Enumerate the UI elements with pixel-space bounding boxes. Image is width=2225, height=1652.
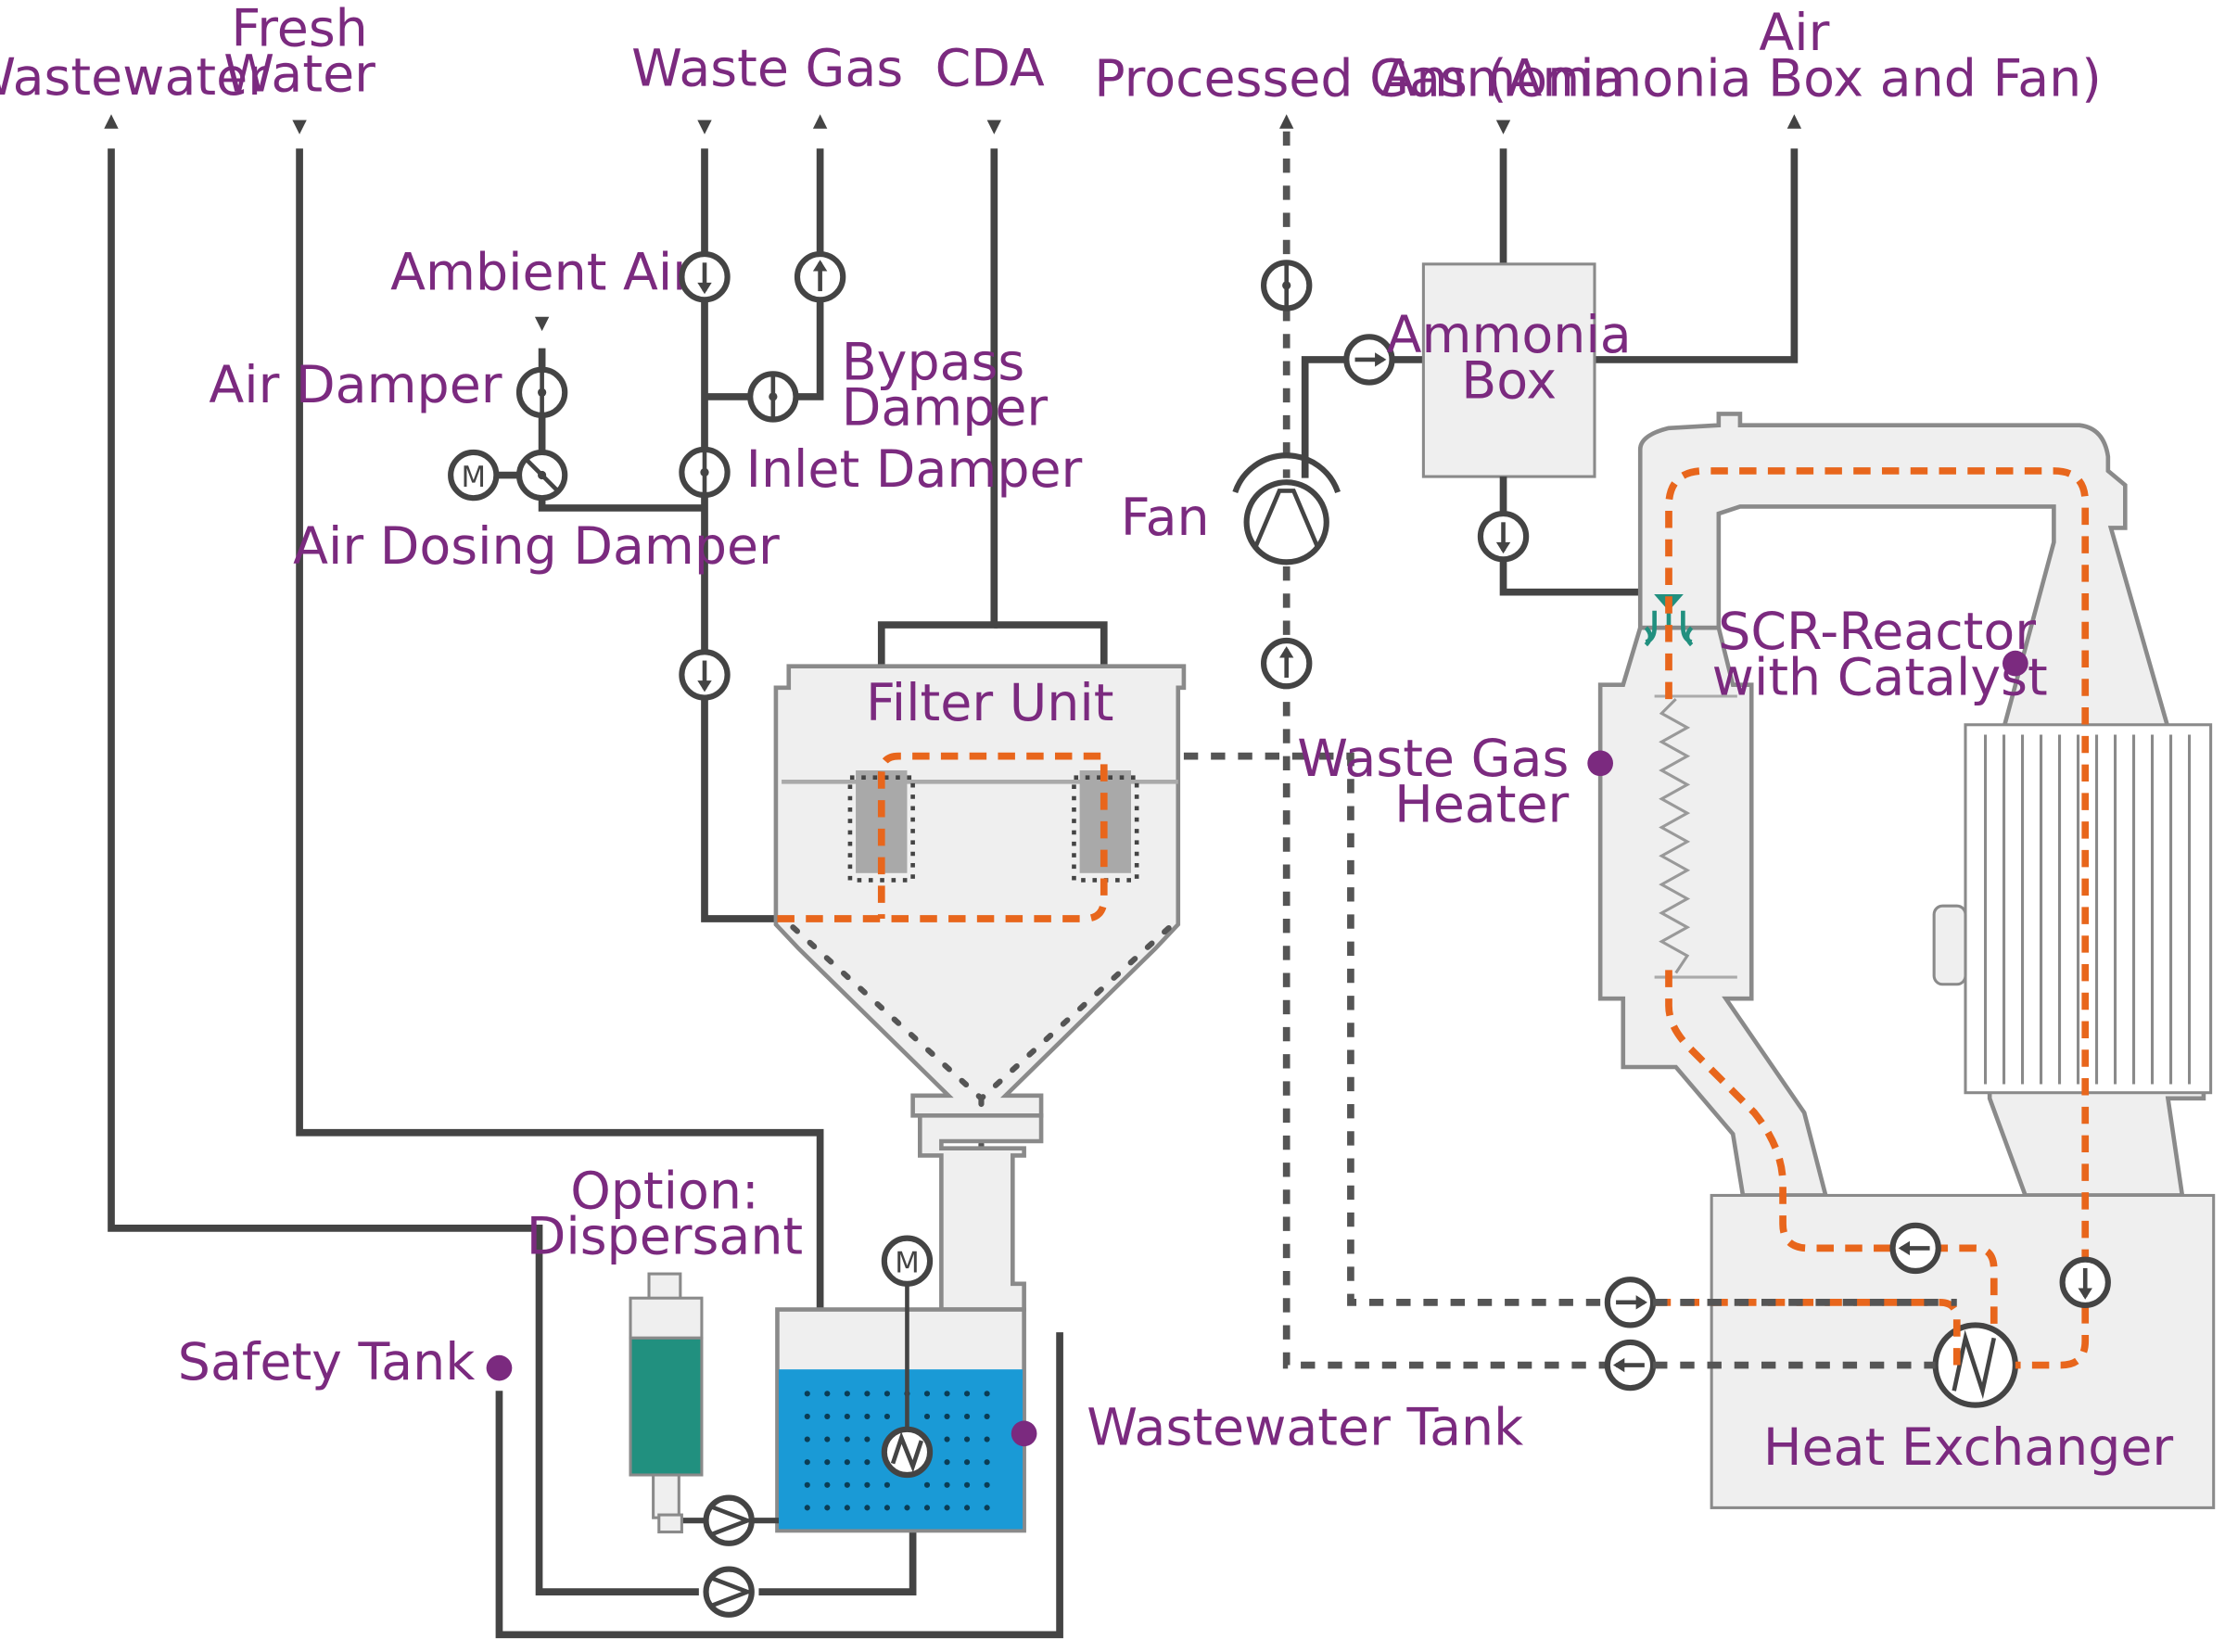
waste-gas-label: Waste Gas bbox=[631, 40, 903, 99]
bypass-damper-label-line2: Damper bbox=[842, 379, 1049, 438]
drain-pump bbox=[703, 1566, 755, 1618]
hx-outlet-flow-indicator bbox=[1604, 1339, 1657, 1391]
safety-tank-label: Safety Tank bbox=[178, 1333, 476, 1392]
fresh-water-label-line2: Water bbox=[223, 45, 375, 105]
air-dosing-damper bbox=[515, 449, 568, 502]
wastewater-tank bbox=[775, 1283, 1026, 1533]
wastewater-tank-marker bbox=[1011, 1420, 1037, 1447]
waste-gas-inlet-pipe bbox=[701, 148, 778, 922]
ammonia-label: Ammonia bbox=[1381, 49, 1626, 108]
top-flow-arrows bbox=[104, 114, 1802, 332]
waste-gas-flow-indicator bbox=[679, 250, 731, 303]
heater-gas-path bbox=[1665, 970, 1998, 1328]
air-damper-label: Air Damper bbox=[209, 356, 502, 415]
fresh-water-label-line1: Fresh bbox=[231, 0, 367, 58]
air-damper bbox=[515, 366, 568, 418]
bypass-damper-label-line1: Bypass bbox=[842, 333, 1025, 392]
processed-gas-flow-indicator bbox=[1261, 637, 1313, 690]
heat-exchanger-label: Heat Exchanger bbox=[1763, 1418, 2174, 1478]
waste-gas-heater-label-line1: Waste Gas bbox=[1297, 730, 1569, 789]
filter-unit-label: Filter Unit bbox=[866, 674, 1113, 733]
waste-gas-heater bbox=[1597, 625, 1829, 1198]
ammonia-box-label-line1: Ammonia bbox=[1387, 306, 1632, 365]
agitator-motor: M bbox=[881, 1235, 934, 1287]
safety-tank-outline bbox=[495, 1332, 1063, 1639]
bypass-flow-indicator bbox=[794, 250, 846, 303]
scr-reactor-label-line2: with Catalyst bbox=[1712, 648, 2048, 707]
scr-reactor-label-line1: SCR-Reactor bbox=[1718, 603, 2036, 662]
ambient-air-pipe bbox=[538, 348, 705, 512]
air-label-line1: Air bbox=[1759, 4, 1829, 63]
dispersant-cartridge bbox=[629, 1272, 704, 1534]
ammonia-box bbox=[1421, 262, 1596, 478]
filter-gas-path bbox=[777, 752, 1108, 922]
fresh-water-pipe bbox=[296, 148, 824, 1310]
cda-label: CDA bbox=[935, 40, 1045, 99]
ammonia-box-label-line2: Box bbox=[1461, 351, 1557, 411]
scr-reactor-marker bbox=[2002, 650, 2028, 677]
bypass-pipe bbox=[705, 148, 824, 400]
motor-symbol-text: M bbox=[462, 461, 487, 494]
air-outlet-pipe bbox=[1595, 148, 1799, 363]
filter-unit bbox=[773, 664, 1187, 1370]
waste-gas-heater-marker bbox=[1587, 750, 1613, 777]
wastewater-outlet-pipe bbox=[108, 148, 699, 1596]
filter-inlet-flow-indicator bbox=[679, 649, 731, 701]
air-dosing-damper-label: Air Dosing Damper bbox=[293, 517, 780, 577]
ambient-air-label: Ambient Air bbox=[390, 244, 693, 303]
inlet-damper bbox=[679, 446, 731, 499]
fan-air-flow-indicator bbox=[1343, 334, 1395, 386]
processed-gas-damper bbox=[1261, 260, 1313, 311]
inlet-damper-label: Inlet Damper bbox=[746, 440, 1083, 500]
processed-gas-label: Processed Gas bbox=[1094, 49, 1468, 108]
option-dispersant-label-line2: Dispersant bbox=[527, 1208, 803, 1267]
bypass-damper bbox=[747, 371, 799, 423]
waste-gas-heater-label-line2: Heater bbox=[1394, 775, 1569, 834]
fan-label: Fan bbox=[1121, 489, 1210, 548]
processed-gas-return-line bbox=[1282, 566, 1609, 1369]
fan bbox=[1232, 452, 1341, 565]
filter-outlet-gas-line bbox=[1183, 752, 1609, 1306]
air-label-line2: (Ammonia Box and Fan) bbox=[1487, 49, 2102, 108]
wastewater-outlet-label: Wastewater bbox=[0, 48, 269, 108]
safety-tank-marker bbox=[486, 1354, 513, 1381]
ammonia-flow-indicator bbox=[1477, 510, 1530, 563]
option-dispersant-label-line1: Option: bbox=[570, 1162, 758, 1221]
hx-inlet-flow-indicator bbox=[1604, 1277, 1657, 1328]
motor-symbol-text-2: M bbox=[895, 1247, 920, 1280]
hx-cold-side-path bbox=[1640, 1299, 1961, 1366]
dispersant-pump bbox=[681, 1494, 779, 1546]
damper-motor: M bbox=[448, 449, 500, 502]
tank-drain-pipe bbox=[758, 1531, 917, 1596]
hx-flow-indicator-left bbox=[1889, 1222, 1941, 1275]
heat-exchanger-symbol bbox=[1932, 1322, 2018, 1408]
wastewater-tank-label: Wastewater Tank bbox=[1087, 1399, 1523, 1458]
hx-flow-indicator-down bbox=[2059, 1256, 2111, 1308]
